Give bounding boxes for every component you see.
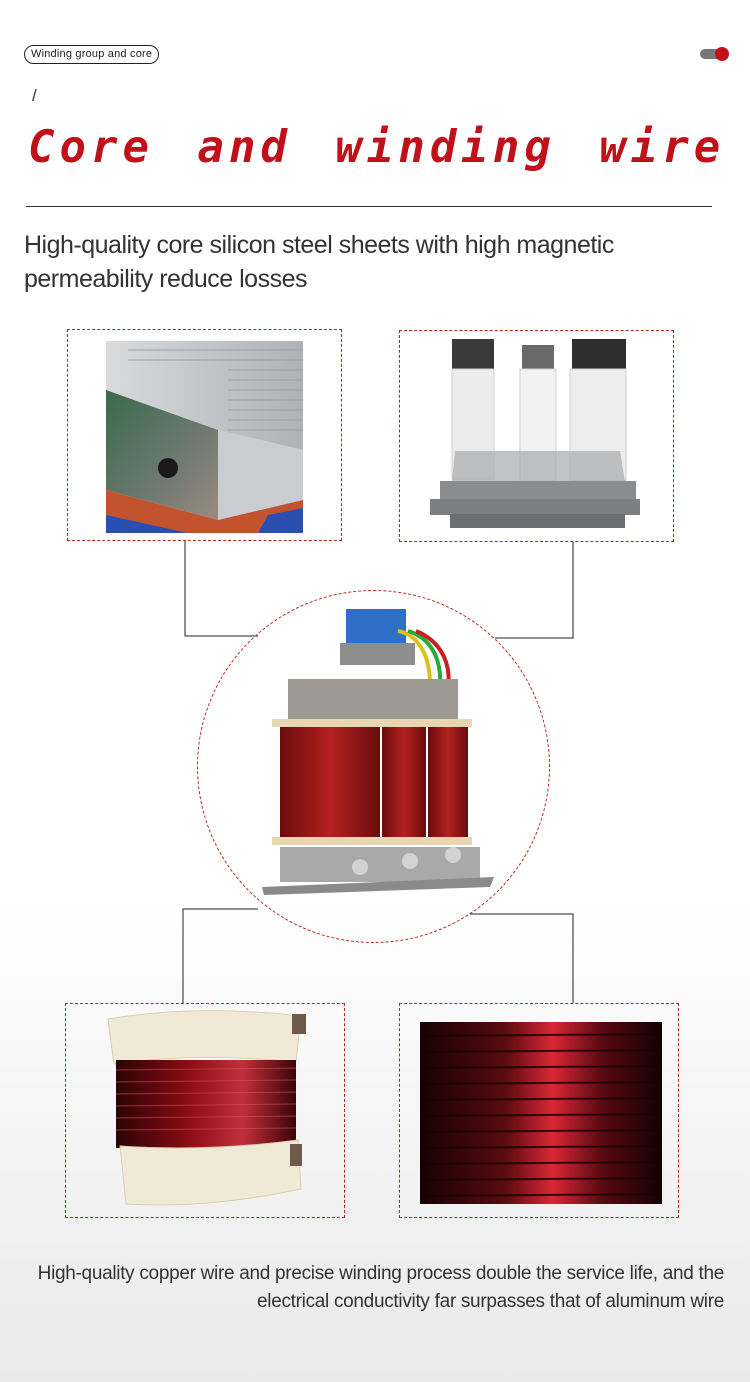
three-limb-core-frame — [399, 330, 674, 542]
reactor-circle — [197, 590, 550, 943]
winding-coil-image — [107, 1010, 306, 1206]
section-tag: Winding group and core — [24, 45, 160, 64]
winding-coil-frame — [65, 1003, 345, 1218]
page-title: Core and winding wire — [28, 122, 726, 173]
three-limb-core-image — [430, 339, 640, 528]
title-divider — [26, 206, 712, 207]
copper-wire-frame — [399, 1003, 679, 1218]
reactor-image — [262, 609, 494, 895]
toggle-icon[interactable] — [700, 47, 730, 61]
core-description: High-quality core silicon steel sheets w… — [24, 231, 614, 293]
winding-description: High-quality copper wire and precise win… — [37, 1263, 725, 1312]
copper-wire-image — [419, 1022, 663, 1204]
decorative-slash: / — [32, 86, 37, 105]
core-lamination-frame — [67, 329, 342, 541]
core-lamination-image — [106, 341, 303, 533]
